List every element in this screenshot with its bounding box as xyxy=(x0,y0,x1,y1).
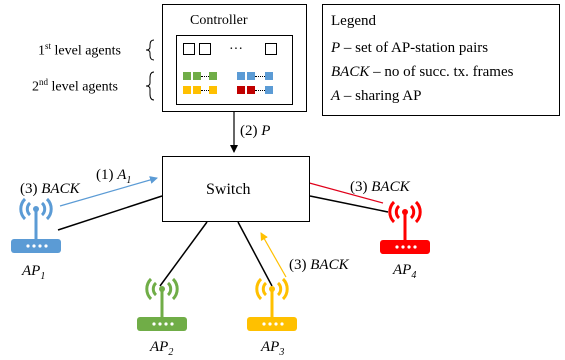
second-level-agent-red-1 xyxy=(237,86,245,94)
link-ap1 xyxy=(57,195,163,231)
legend-item-a: A – sharing AP xyxy=(331,88,422,104)
second-level-agent-blue-4 xyxy=(265,86,273,94)
agent-connector-2 xyxy=(201,90,209,91)
first-level-bracket xyxy=(145,39,155,61)
ap1-label: AP1 xyxy=(22,263,46,282)
second-level-bracket xyxy=(145,71,155,101)
ap1-router-icon xyxy=(11,197,61,253)
second-level-label: 2nd level agents xyxy=(32,77,118,95)
ap4-label: AP4 xyxy=(393,262,417,281)
second-level-agent-yellow-2 xyxy=(193,86,201,94)
first-level-label: 1st level agents xyxy=(38,41,121,59)
legend-title: Legend xyxy=(331,13,376,29)
ap2-label: AP2 xyxy=(150,339,174,358)
first-level-ellipsis: ··· xyxy=(229,42,243,57)
ap1-back-label: (3) BACK xyxy=(20,181,80,197)
link-ap3 xyxy=(237,221,273,287)
ap3-label: AP3 xyxy=(261,339,285,358)
agent-connector-4 xyxy=(255,90,265,91)
second-level-agent-green-3 xyxy=(209,72,217,80)
ap3-back-label: (3) BACK xyxy=(289,257,349,273)
first-level-agent-3 xyxy=(265,43,277,55)
second-level-agent-red-2 xyxy=(247,86,255,94)
switch-box: Switch xyxy=(162,156,310,222)
first-level-agent-2 xyxy=(199,43,211,55)
second-level-agent-blue-2 xyxy=(247,72,255,80)
second-level-agent-yellow-1 xyxy=(183,86,191,94)
link-ap2 xyxy=(159,221,208,287)
agent-connector-3 xyxy=(255,76,265,77)
second-level-agent-blue-3 xyxy=(265,72,273,80)
legend-item-back: BACK – no of succ. tx. frames xyxy=(331,64,514,80)
agent-connector-1 xyxy=(201,76,209,77)
ap4-back-label: (3) BACK xyxy=(350,179,410,195)
legend-box: Legend P – set of AP-station pairs BACK … xyxy=(322,4,560,116)
controller-box: Controller ··· xyxy=(162,4,307,112)
second-level-agent-green-2 xyxy=(193,72,201,80)
controller-label: Controller xyxy=(190,13,248,28)
legend-item-p: P – set of AP-station pairs xyxy=(331,40,489,56)
link-ap4 xyxy=(309,195,389,213)
ap1-share-label: (1) A1 xyxy=(96,167,132,186)
ap2-router-icon xyxy=(137,277,187,331)
agents-panel: ··· xyxy=(176,35,293,105)
ap3-router-icon xyxy=(247,277,297,331)
controller-switch-label: (2) P xyxy=(240,123,271,139)
second-level-agent-blue-1 xyxy=(237,72,245,80)
ap1-report-arrow xyxy=(59,176,158,207)
ap4-router-icon xyxy=(380,200,430,254)
switch-label: Switch xyxy=(206,181,251,198)
ap3-report-arrow xyxy=(260,232,287,278)
second-level-agent-yellow-3 xyxy=(209,86,217,94)
first-level-agent-1 xyxy=(183,43,195,55)
second-level-agent-green-1 xyxy=(183,72,191,80)
